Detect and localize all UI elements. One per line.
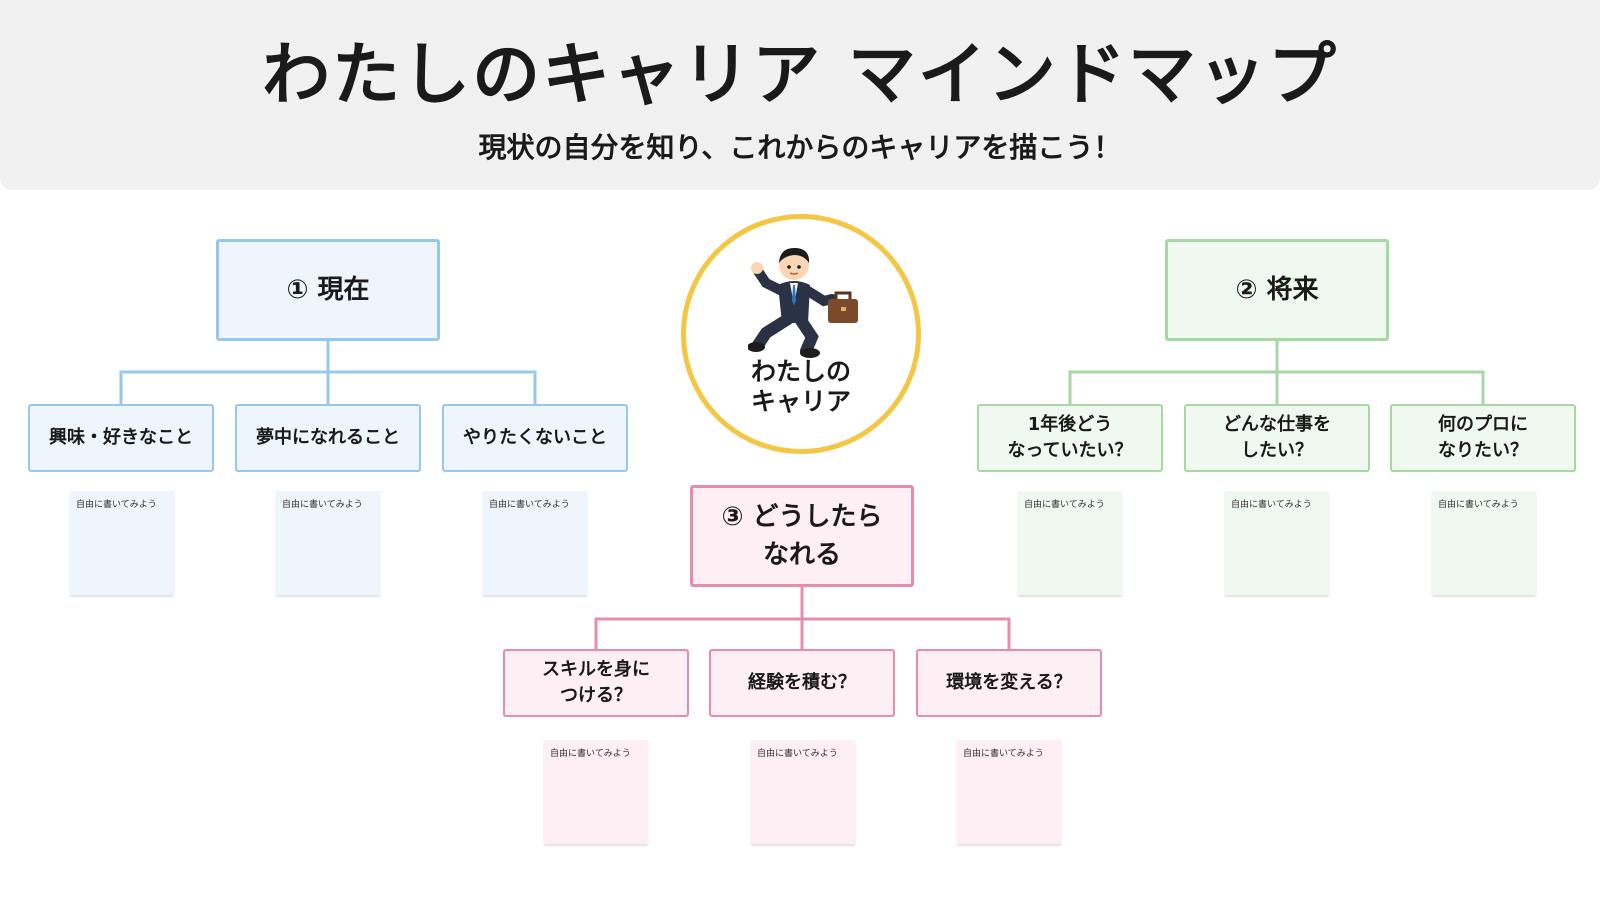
branch-current-item-3: やりたくないこと: [442, 404, 628, 472]
center-label: わたしの キャリア: [750, 357, 851, 416]
sticky-note[interactable]: 自由に書いてみよう: [276, 491, 380, 595]
branch-current-title: ① 現在: [216, 239, 440, 341]
sticky-note[interactable]: 自由に書いてみよう: [483, 491, 587, 595]
branch-how-item-3: 環境を変える？: [916, 649, 1102, 717]
page-subtitle: 現状の自分を知り、これからのキャリアを描こう！: [478, 131, 1122, 164]
sticky-note[interactable]: 自由に書いてみよう: [70, 491, 174, 595]
page-title: わたしのキャリア マインドマップ: [262, 36, 1338, 115]
branch-how-title: ③ どうしたら なれる: [690, 485, 914, 587]
sticky-note[interactable]: 自由に書いてみよう: [1432, 491, 1536, 595]
center-node: わたしの キャリア: [681, 214, 921, 454]
sticky-note[interactable]: 自由に書いてみよう: [957, 740, 1061, 844]
branch-future-title: ② 将来: [1165, 239, 1389, 341]
branch-future-item-3: 何のプロに なりたい？: [1390, 404, 1576, 472]
branch-current-item-2: 夢中になれること: [235, 404, 421, 472]
connector-future: [1068, 341, 1485, 405]
sticky-note[interactable]: 自由に書いてみよう: [544, 740, 648, 844]
header-banner: わたしのキャリア マインドマップ 現状の自分を知り、これからのキャリアを描こう！: [0, 0, 1600, 190]
branch-future-item-2: どんな仕事を したい？: [1184, 404, 1370, 472]
connector-how: [594, 587, 1011, 650]
connector-current: [119, 341, 537, 405]
sticky-note[interactable]: 自由に書いてみよう: [1018, 491, 1122, 595]
sticky-note[interactable]: 自由に書いてみよう: [751, 740, 855, 844]
branch-current-item-1: 興味・好きなこと: [28, 404, 214, 472]
branch-how-item-2: 経験を積む？: [709, 649, 895, 717]
branch-future-item-1: 1年後どう なっていたい？: [977, 404, 1163, 472]
businessman-running-icon: [748, 247, 858, 358]
branch-how-item-1: スキルを身に つける？: [503, 649, 689, 717]
sticky-note[interactable]: 自由に書いてみよう: [1225, 491, 1329, 595]
